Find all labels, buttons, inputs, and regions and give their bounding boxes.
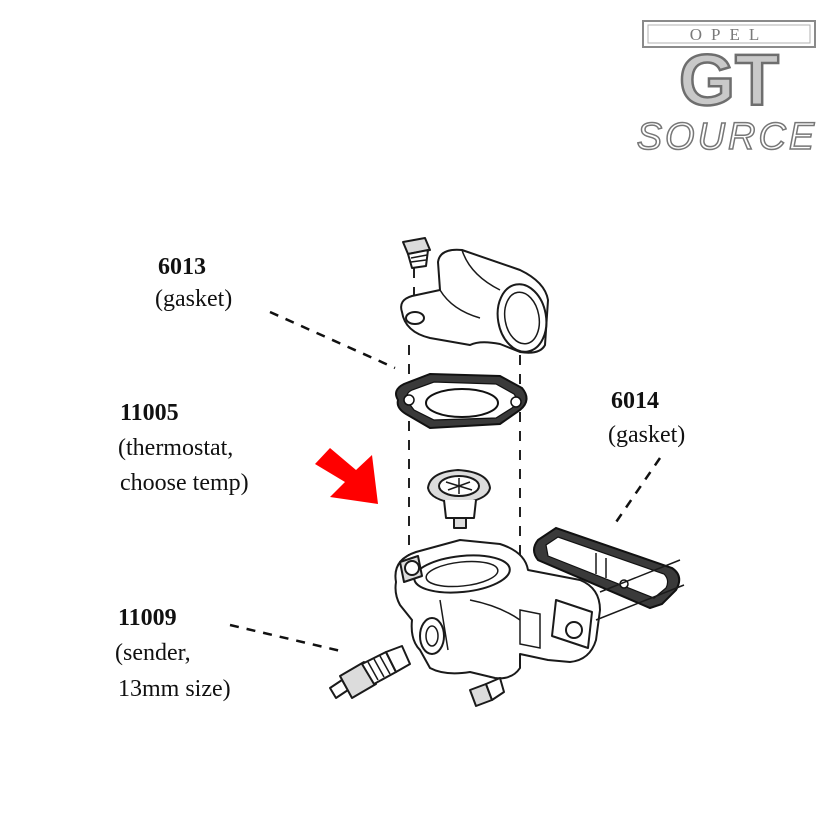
- leader-line-6013: [269, 310, 396, 370]
- label-6013: 6013 (gasket): [155, 254, 232, 312]
- bottom-bolt: [469, 677, 505, 707]
- thermostat-11005: [427, 469, 491, 529]
- logo-opel-text: OPEL: [690, 25, 769, 44]
- thermostat-housing-elbow: [400, 248, 549, 354]
- leader-line-6014: [610, 457, 662, 529]
- label-6013-number: 6013: [158, 254, 206, 280]
- label-6014: 6014 (gasket): [608, 388, 685, 448]
- label-6014-number: 6014: [611, 388, 659, 414]
- label-11005-desc-2: choose temp): [120, 470, 249, 496]
- label-11009-desc-1: (sender,: [115, 640, 191, 666]
- label-11009-number: 11009: [118, 605, 177, 631]
- highlight-arrow: [315, 448, 378, 504]
- logo-source-text: SOURCE: [637, 116, 818, 158]
- thermostat-base-housing: [394, 539, 685, 680]
- gasket-6013: [395, 372, 528, 430]
- logo-gt-text: GT: [679, 41, 779, 121]
- label-11009-desc-2: 13mm size): [118, 676, 231, 702]
- label-6014-desc: (gasket): [608, 422, 685, 448]
- top-bolt: [402, 237, 431, 269]
- label-11009: 11009 (sender, 13mm size): [115, 605, 231, 702]
- temp-sender-11009: [329, 645, 411, 699]
- gasket-6014: [533, 526, 681, 610]
- opel-gt-source-logo: OPEL GT SOURCE: [636, 20, 818, 159]
- label-6013-desc: (gasket): [155, 286, 232, 312]
- label-11005-desc-1: (thermostat,: [118, 435, 233, 461]
- leader-line-11009: [229, 623, 346, 654]
- label-11005: 11005 (thermostat, choose temp): [118, 400, 249, 496]
- label-11005-number: 11005: [120, 400, 179, 426]
